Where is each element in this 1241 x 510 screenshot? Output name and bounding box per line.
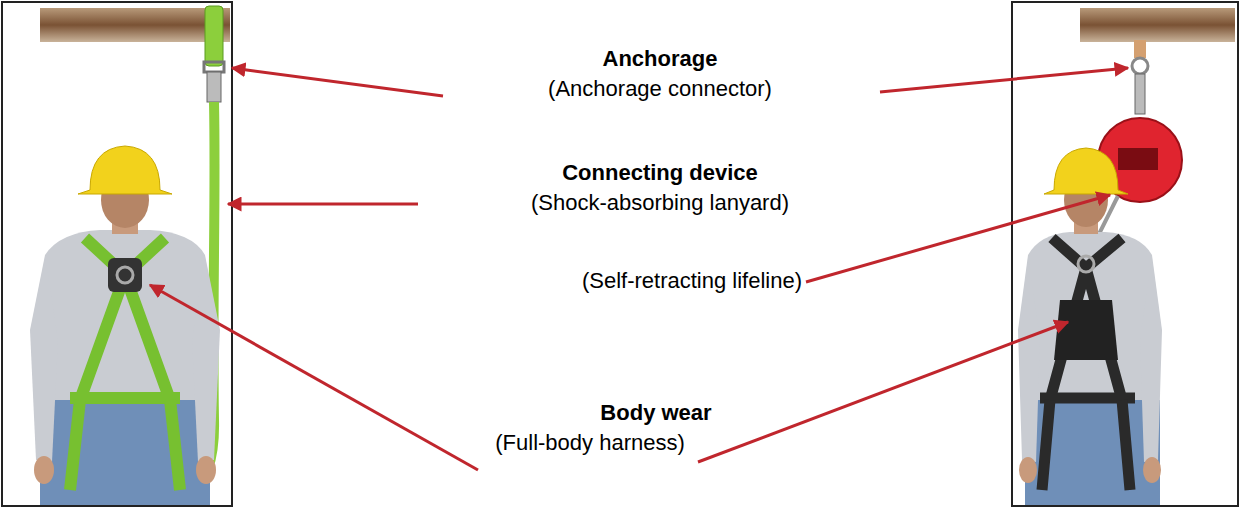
part-name: Anchorage <box>603 46 718 72</box>
part-detail: (Full-body harness) <box>495 430 685 456</box>
part-detail: (Shock-absorbing lanyard) <box>531 190 789 216</box>
leader-arrows <box>150 68 1128 470</box>
part-name: Connecting device <box>562 160 758 186</box>
part-name: Body wear <box>600 400 711 426</box>
right-photo <box>1012 2 1238 506</box>
left-photo <box>2 2 232 506</box>
part-detail: (Self-retracting lifeline) <box>582 268 802 294</box>
part-detail: (Anchorage connector) <box>548 76 772 102</box>
